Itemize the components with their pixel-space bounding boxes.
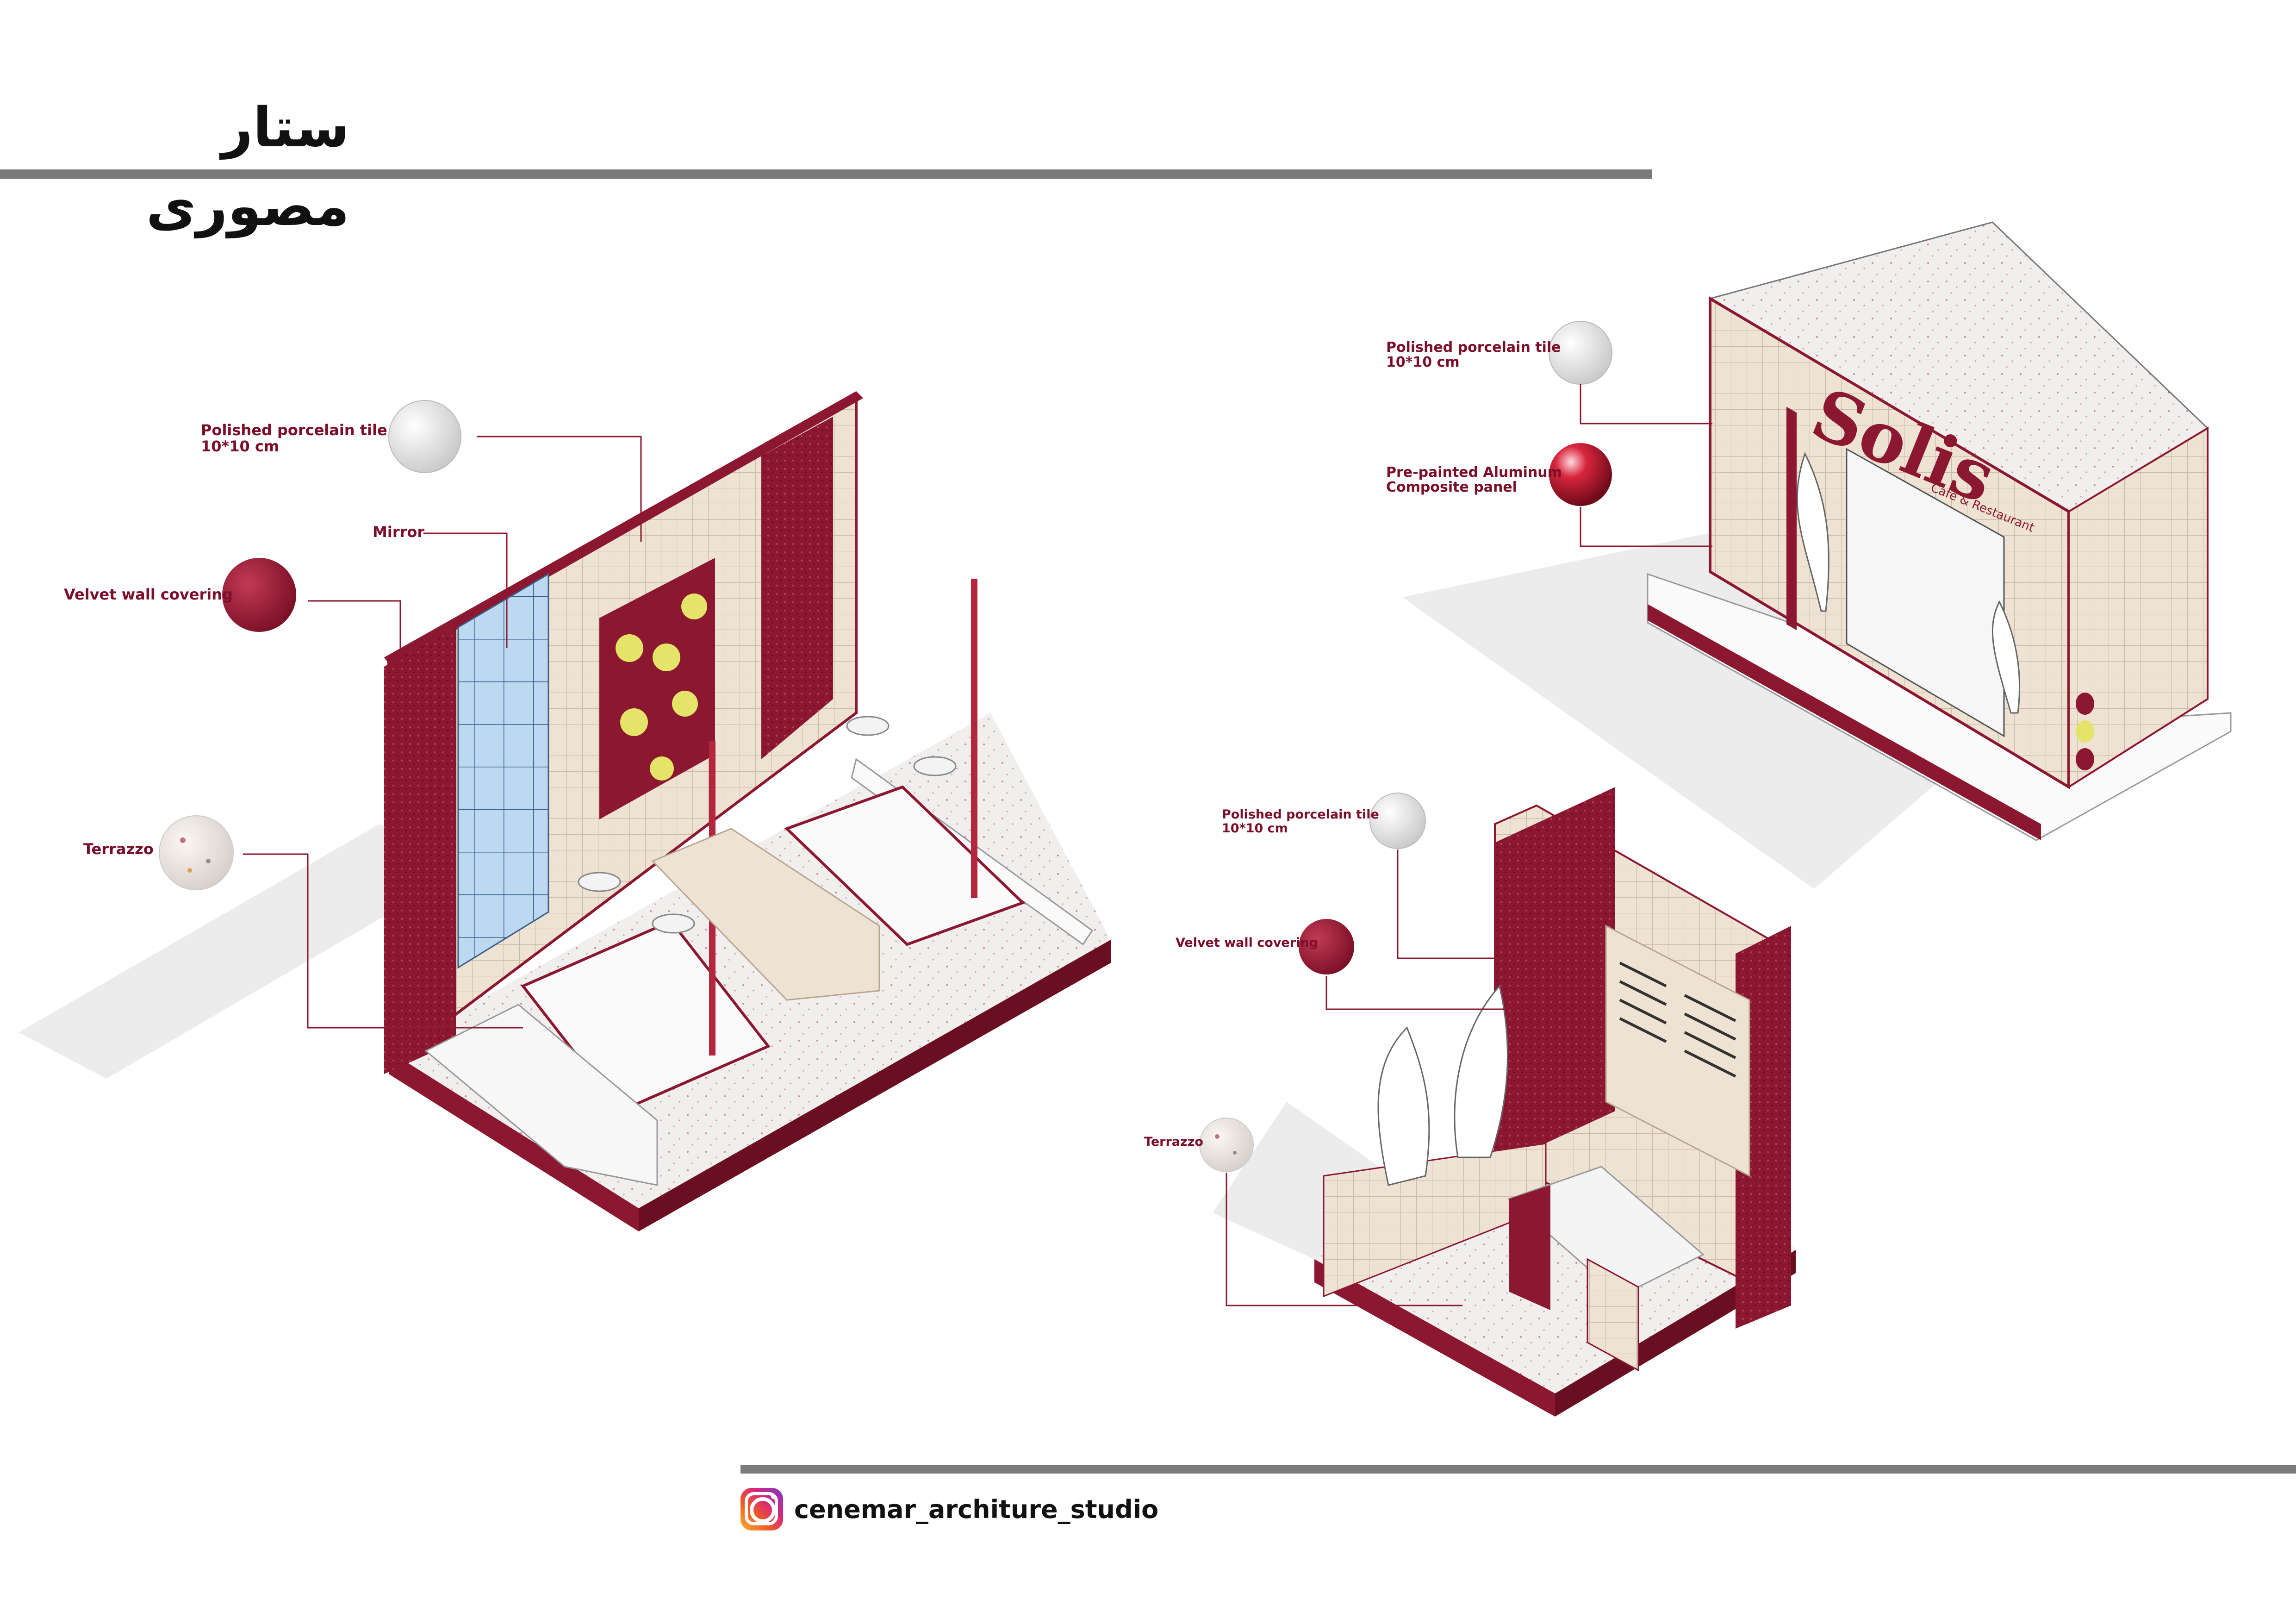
terrazzo-swatch xyxy=(1199,1118,1254,1172)
callout-label: 10*10 cm xyxy=(201,437,279,455)
facade-view: Solis Cafe & Restaurant Polished porcela… xyxy=(1386,221,2232,889)
table-2 xyxy=(784,785,1026,946)
callout-label: Polished porcelain tile xyxy=(1222,807,1379,822)
front-bench xyxy=(424,1004,658,1186)
side-dot xyxy=(2076,748,2094,770)
callout-label: Polished porcelain tile xyxy=(201,421,387,439)
callout-label: Composite panel xyxy=(1386,479,1517,495)
callout-label: Terrazzo xyxy=(1144,1135,1203,1149)
art-dot xyxy=(672,691,698,717)
callout-mirror: Mirror xyxy=(373,523,508,648)
curtain-right xyxy=(761,417,833,759)
booth-top-cap xyxy=(384,391,863,667)
page-title: ستار مصوری xyxy=(146,95,349,238)
callout-label: Terrazzo xyxy=(83,840,154,858)
aluminum-swatch xyxy=(1549,443,1612,506)
plant-left xyxy=(1796,452,1829,612)
facade-pillar xyxy=(1786,406,1797,631)
terrazzo-swatch xyxy=(159,815,234,890)
counter-floor-edge xyxy=(1314,1259,1555,1417)
pole xyxy=(971,579,977,898)
pendant-lamp xyxy=(913,756,957,776)
counter-front-panel xyxy=(1509,1185,1550,1310)
art-dot xyxy=(653,643,680,671)
velvet-swatch xyxy=(1299,919,1354,974)
callout-label: 10*10 cm xyxy=(1222,821,1288,836)
booth-shadow xyxy=(19,824,463,1079)
footer: cenemar_architure_studio xyxy=(740,1484,1158,1535)
callout-label: Velvet wall covering xyxy=(64,586,233,603)
facade-door xyxy=(1846,448,2005,737)
counter-plants xyxy=(1377,984,1508,1186)
menu-board xyxy=(1605,924,1750,1177)
callout-counter-terrazzo: Terrazzo xyxy=(1144,1118,1462,1306)
art-dot xyxy=(650,756,674,781)
pendant-lamp xyxy=(578,872,621,892)
porcelain-swatch xyxy=(388,400,461,473)
mirror-panel xyxy=(457,573,549,969)
pendant-lamp xyxy=(652,913,695,934)
velvet-column xyxy=(1495,787,1615,1167)
facade-base-edge xyxy=(1648,604,2041,840)
art-panel xyxy=(599,558,715,819)
art-dot xyxy=(681,593,707,619)
planter-rocks xyxy=(651,828,880,1001)
plant-right xyxy=(1991,600,2021,714)
curtain-left xyxy=(384,627,456,1074)
booth-floor-edge-right xyxy=(639,940,1111,1231)
porcelain-swatch xyxy=(1369,793,1426,849)
header-divider xyxy=(0,169,1652,179)
service-counter xyxy=(1507,1166,1705,1297)
art-dot xyxy=(616,634,643,662)
callout-label: Polished porcelain tile xyxy=(1386,339,1561,356)
callout-counter-velvet: Velvet wall covering xyxy=(1176,919,1509,1010)
facade-side xyxy=(2068,426,2209,789)
footer-divider xyxy=(740,1465,2296,1474)
callout-label: Velvet wall covering xyxy=(1176,936,1318,950)
instagram-icon[interactable] xyxy=(740,1488,783,1530)
counter-tile-leg xyxy=(1587,1258,1639,1372)
callout-velvet: Velvet wall covering xyxy=(64,558,401,657)
facade-shadow xyxy=(1402,532,2018,889)
pendant-lamp xyxy=(846,716,890,736)
booth-floor-edge xyxy=(389,1051,639,1231)
callout-label: 10*10 cm xyxy=(1386,354,1460,370)
instagram-handle[interactable]: cenemar_architure_studio xyxy=(794,1494,1159,1524)
side-dot xyxy=(2076,693,2094,715)
callout-label: Mirror xyxy=(373,523,424,541)
side-dot xyxy=(2076,720,2094,743)
callout-label: Pre-painted Aluminum xyxy=(1386,464,1562,481)
menu-lines xyxy=(1619,962,1736,1078)
callout-terrazzo: Terrazzo xyxy=(83,815,523,1029)
velvet-swatch xyxy=(222,558,296,632)
art-dot xyxy=(620,708,648,736)
